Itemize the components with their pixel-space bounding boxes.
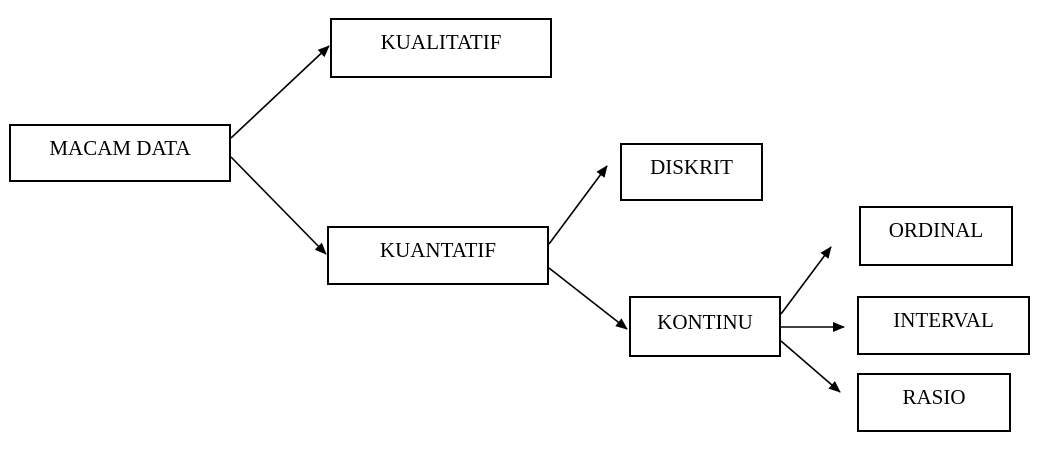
node-rasio: RASIO: [857, 373, 1011, 432]
node-ordinal: ORDINAL: [859, 206, 1013, 266]
node-label: KUALITATIF: [380, 30, 502, 54]
arrow-kontinu-to-ordinal: [780, 246, 832, 315]
node-label: RASIO: [902, 385, 966, 409]
arrow-macam-data-to-kualitatif: [230, 45, 330, 139]
arrow-kuantatif-to-diskrit: [548, 165, 608, 245]
node-kontinu: KONTINU: [629, 296, 781, 357]
node-label: DISKRIT: [650, 155, 733, 179]
node-label: KUANTATIF: [379, 238, 497, 262]
node-label: INTERVAL: [893, 308, 994, 332]
arrow-kontinu-to-rasio: [780, 340, 841, 393]
node-diskrit: DISKRIT: [620, 143, 763, 201]
node-label: MACAM DATA: [49, 136, 191, 160]
arrow-kuantatif-to-kontinu: [548, 267, 628, 330]
node-label: ORDINAL: [888, 218, 984, 242]
node-label: KONTINU: [657, 310, 753, 334]
arrow-macam-data-to-kuantatif: [230, 156, 327, 255]
node-kuantatif: KUANTATIF: [327, 226, 549, 285]
node-interval: INTERVAL: [857, 296, 1030, 355]
node-kualitatif: KUALITATIF: [330, 18, 552, 78]
node-macam-data: MACAM DATA: [9, 124, 231, 182]
